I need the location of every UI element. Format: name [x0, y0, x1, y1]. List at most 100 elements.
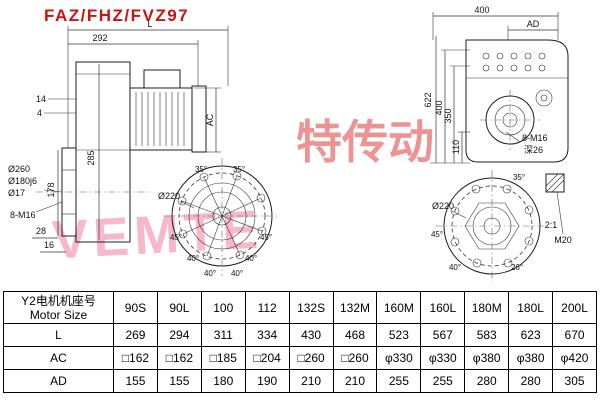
dim-292-label: 292	[92, 33, 107, 43]
table-cell: 280	[508, 369, 554, 393]
row-label: L	[3, 323, 114, 347]
table-cell: □204	[244, 346, 290, 370]
size-col-header: 160M	[376, 291, 422, 324]
size-col-header: 112	[244, 291, 290, 324]
table-cell: φ420	[552, 346, 597, 370]
detail-thread-label: M20	[554, 235, 572, 245]
table-cell: 155	[113, 369, 158, 393]
dim-16-label: 16	[44, 240, 54, 250]
dia-17-label: Ø17	[8, 188, 25, 198]
note-depth26: 深26	[524, 145, 543, 155]
angle-26-side: 26°	[511, 263, 523, 272]
table-cell: 623	[508, 323, 554, 347]
table-cell: φ380	[508, 346, 554, 370]
dim-4-label: 4	[37, 108, 42, 118]
angle-40-c: 40°	[204, 269, 216, 278]
size-col-header: 180L	[508, 291, 554, 324]
angle-45-a: 45°	[170, 233, 182, 242]
dim-l-label: L	[147, 19, 152, 29]
fan-cover	[191, 85, 207, 153]
terminal-box	[143, 69, 181, 89]
angle-45-side: 45°	[431, 230, 443, 239]
size-col-header: 132M	[332, 291, 378, 324]
dim-400-top-label: 400	[474, 5, 489, 15]
dia-220-side-label: Ø220	[432, 201, 454, 211]
dim-ac-label: AC	[205, 113, 215, 126]
motor-size-header-en: Motor Size	[29, 307, 88, 322]
table-cell: 269	[113, 323, 158, 347]
table-cell: 583	[464, 323, 510, 347]
dim-622-label: 622	[423, 92, 433, 107]
table-cell: 430	[288, 323, 334, 347]
size-col-header: 100	[200, 291, 246, 324]
dim-14-label: 14	[36, 94, 46, 104]
size-col-header: 90S	[113, 291, 158, 324]
table-cell: 670	[552, 323, 597, 347]
table-cell: 255	[376, 369, 422, 393]
gearbox-housing	[75, 61, 131, 243]
side-flange-view: Ø220 35° 45° 40° 26°	[431, 170, 548, 282]
detail-scale-label: 2:1	[545, 220, 558, 230]
front-view: L 292 AC 285	[8, 19, 229, 253]
table-cell: □185	[200, 346, 246, 370]
size-col-header: 160L	[420, 291, 466, 324]
dim-350-label: 350	[443, 108, 453, 123]
table-cell: 180	[200, 369, 246, 393]
shaft-detail: 2:1 M20	[545, 173, 572, 245]
table-cell: □260	[288, 346, 334, 370]
dim-110-label: 110	[451, 140, 461, 154]
table-cell: 523	[376, 323, 422, 347]
angle-45-b: 45°	[260, 233, 272, 242]
dim-400-side-label: 400	[434, 100, 444, 115]
motor-body	[129, 87, 193, 151]
angle-40-side: 40°	[449, 263, 461, 272]
size-col-header: 200L	[552, 291, 597, 324]
size-col-header: 180M	[464, 291, 510, 324]
dia-220-front-label: Ø220	[158, 191, 180, 201]
drawing-title: FAZ/FHZ/FVZ97	[44, 6, 189, 25]
technical-drawing: FAZ/FHZ/FVZ97 L 292	[8, 5, 572, 282]
angle-40-d: 40°	[231, 269, 243, 278]
table-cell: □162	[156, 346, 202, 370]
table-cell: φ380	[464, 346, 510, 370]
table-cell: 190	[244, 369, 290, 393]
note-8m16-right: 8-M16	[522, 133, 548, 143]
table-cell: 155	[156, 369, 202, 393]
table-cell: 305	[552, 369, 597, 393]
angle-35-side: 35°	[513, 173, 525, 182]
dia-180j6-label: Ø180j6	[8, 176, 37, 186]
dia-260-label: Ø260	[8, 164, 30, 174]
table-cell: 280	[464, 369, 510, 393]
table-cell: □162	[113, 346, 158, 370]
table-cell: 311	[200, 323, 246, 347]
front-flange-view: Ø220 35° 35° 45° 45° 40° 40° 40° 40°	[158, 158, 280, 278]
size-col-header: 132S	[288, 291, 334, 324]
table-cell: 210	[332, 369, 378, 393]
table-cell: 294	[156, 323, 202, 347]
dim-28-label: 28	[36, 226, 46, 236]
angle-35-b: 35°	[233, 165, 245, 174]
table-cell: 210	[288, 369, 334, 393]
dim-285-label: 285	[86, 150, 96, 165]
row-label: AD	[3, 369, 114, 393]
table-cell: φ330	[376, 346, 422, 370]
table-cell: φ330	[420, 346, 466, 370]
side-view: 400 AD 622 400 350 110	[423, 5, 569, 164]
note-8m16-left: 8-M16	[10, 210, 36, 220]
angle-40-a: 40°	[187, 254, 199, 263]
table-cell: 468	[332, 323, 378, 347]
row-label: AC	[3, 346, 114, 370]
size-col-header: 90L	[156, 291, 202, 324]
dim-ad-label: AD	[527, 19, 540, 29]
side-housing	[465, 39, 569, 163]
angle-40-b: 40°	[245, 254, 257, 263]
table-cell: 334	[244, 323, 290, 347]
motor-size-header-cn: Y2电机机座号	[21, 293, 96, 308]
table-cell: 255	[420, 369, 466, 393]
